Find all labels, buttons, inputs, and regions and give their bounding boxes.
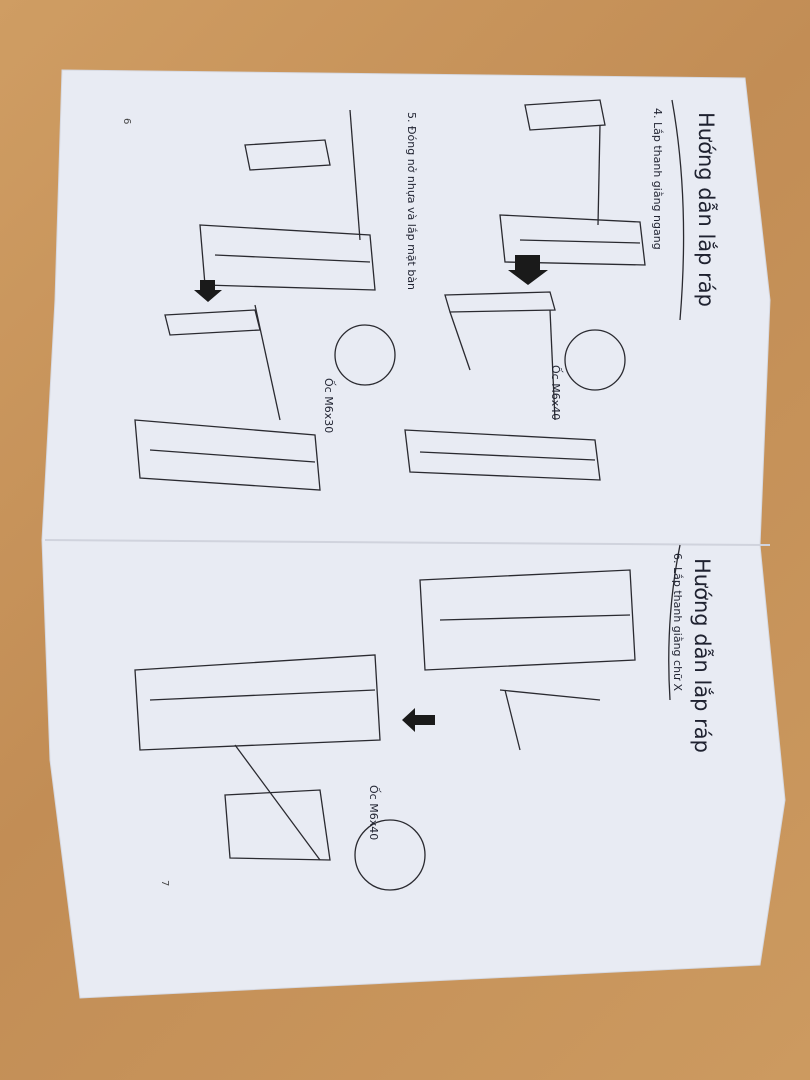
step-6-screw-label: Ốc M6x40 — [367, 785, 380, 841]
diagram-frame-top — [524, 99, 606, 131]
arrow-left-icon — [402, 708, 435, 732]
step-4-screw-label: Ốc M6x40 — [549, 365, 562, 421]
detail-circle — [564, 329, 626, 391]
step-4-label: 4. Lắp thanh giằng ngang — [651, 108, 664, 250]
arrow-down-icon — [194, 280, 222, 302]
page-6-title: Hướng dẫn lắp ráp — [694, 112, 718, 307]
page-7-title: Hướng dẫn lắp ráp — [690, 558, 714, 753]
header-rule — [671, 99, 685, 321]
diagram-shelf-1 — [499, 214, 646, 266]
step-5-label: 5. Đóng nở nhựa và lắp mặt bàn — [405, 112, 418, 291]
page-number-7: 7 — [159, 880, 170, 887]
page-number-6: 6 — [121, 118, 132, 125]
step-6-label: 6. Lắp thanh giằng chữ X — [671, 553, 684, 692]
arrow-down-icon — [508, 255, 548, 285]
diagram-shelf-2 — [404, 429, 601, 481]
step-5-screw-label: Ốc M6x30 — [322, 378, 335, 434]
